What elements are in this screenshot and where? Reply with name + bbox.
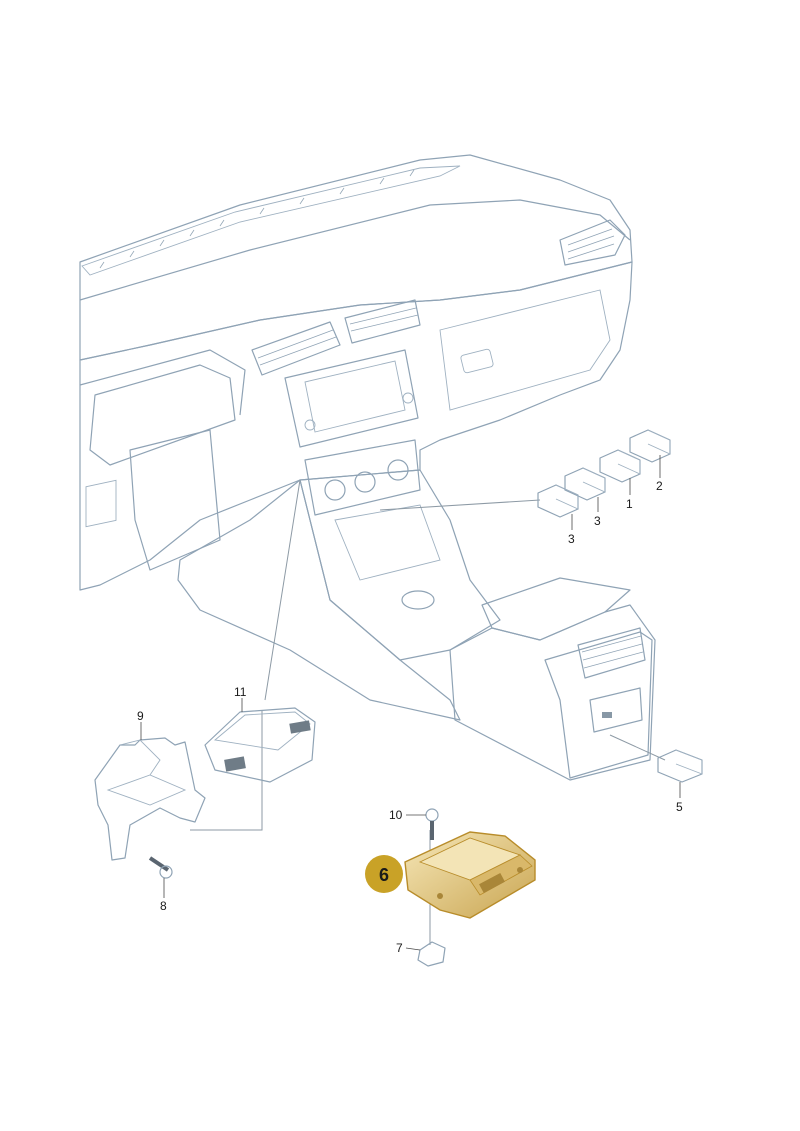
- callout-11: 11: [234, 685, 247, 699]
- climate-knob-left-icon: [324, 479, 346, 501]
- callout-7: 7: [396, 941, 403, 955]
- callout-9: 9: [137, 709, 144, 723]
- climate-knob-center-icon: [354, 471, 376, 493]
- highlight-badge-label: 6: [379, 865, 389, 885]
- control-unit-part-6: [404, 831, 536, 919]
- highlight-badge-6: 6: [365, 855, 403, 893]
- steering-column-shroud: [129, 429, 221, 571]
- screw-part-8: [148, 856, 173, 879]
- defrost-vent: [81, 165, 461, 276]
- callout-leaders: [140, 455, 681, 951]
- rear-vent: [577, 627, 646, 679]
- rear-console-face: [544, 631, 653, 779]
- glovebox: [439, 289, 611, 411]
- tune-knob-icon: [402, 392, 414, 404]
- usb-socket-part-3-lower: [537, 484, 579, 518]
- console-tunnel: [299, 469, 501, 661]
- rear-console-body: [449, 604, 656, 781]
- callout-labels: 1 2 3 3 5 7 8 9 10 11: [137, 479, 683, 955]
- clip-part-7: [417, 941, 446, 967]
- center-vent-left: [251, 321, 341, 376]
- rear-usb-panel: [589, 687, 643, 733]
- usb-socket-part-1: [599, 449, 641, 483]
- callout-1: 1: [626, 497, 633, 511]
- storage-tray: [334, 504, 441, 581]
- center-vent-right: [344, 299, 421, 344]
- volume-knob-icon: [304, 419, 316, 431]
- dash-upper-edge: [79, 199, 631, 301]
- infotainment-screen: [304, 360, 406, 433]
- infotainment-bezel: [284, 349, 419, 448]
- bracket-part-9: [94, 737, 206, 861]
- dashboard-assembly: [79, 154, 633, 591]
- rear-usb-port-icon: [602, 712, 612, 718]
- callout-5: 5: [676, 800, 683, 814]
- center-console: [177, 469, 656, 781]
- leader-module-11: [264, 479, 301, 701]
- callout-8: 8: [160, 899, 167, 913]
- side-vent-right: [559, 219, 626, 266]
- usb-socket-part-5: [657, 749, 703, 783]
- module-part-11: [204, 707, 316, 783]
- callout-2: 2: [656, 479, 663, 493]
- glovebox-handle: [460, 348, 494, 374]
- leader-bracket-9: [190, 710, 263, 831]
- dash-face: [79, 261, 633, 591]
- leader-usb-5: [609, 734, 666, 761]
- callout-3-lower: 3: [568, 532, 575, 546]
- light-switch-panel: [85, 479, 117, 528]
- usb-socket-part-3-upper: [564, 467, 606, 501]
- screw-part-10: [425, 808, 439, 840]
- cup-holder-icon: [401, 590, 435, 610]
- leader-usb-to-console: [379, 499, 541, 511]
- console-side-left: [177, 479, 461, 721]
- dash-top-surface: [79, 154, 633, 361]
- cluster-hood: [79, 349, 246, 416]
- callout-10: 10: [389, 808, 403, 822]
- callout-3-upper: 3: [594, 514, 601, 528]
- usb-socket-part-2: [629, 429, 671, 463]
- leader-lines: [190, 479, 666, 945]
- instrument-cluster: [89, 364, 236, 466]
- climate-knob-right-icon: [387, 459, 409, 481]
- usb-sockets-group: [537, 429, 703, 783]
- climate-control-panel: [304, 439, 421, 516]
